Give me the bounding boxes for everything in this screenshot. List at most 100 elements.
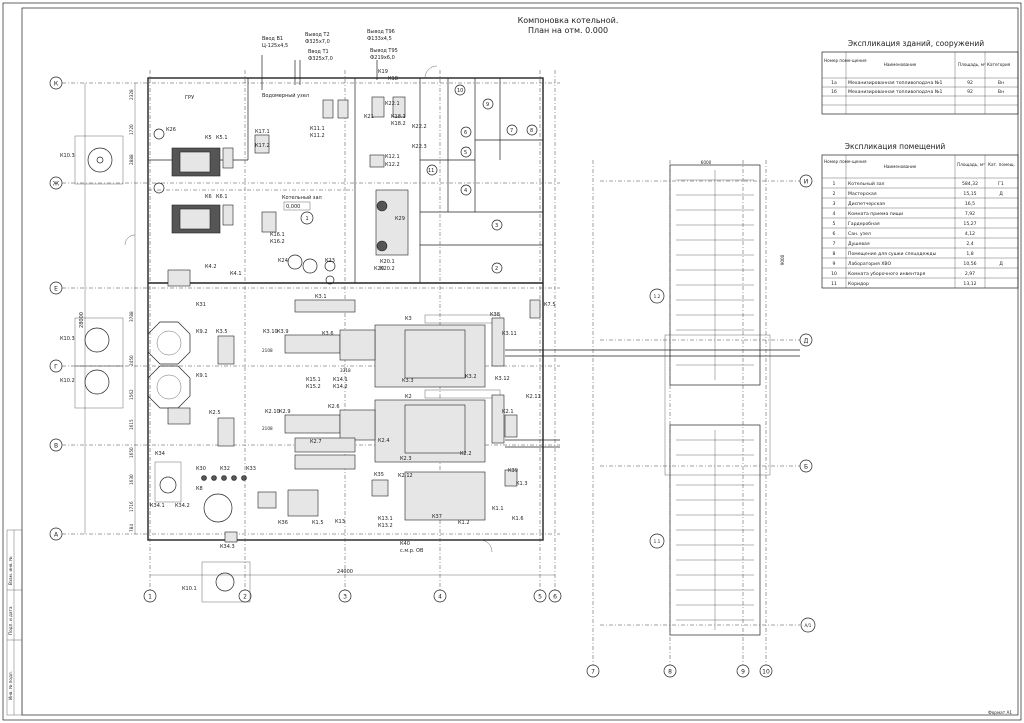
dim-left-11: 1630 xyxy=(129,474,134,485)
svg-text:К23: К23 xyxy=(325,258,335,264)
grid-axes-letters: К Ж Е Г В А xyxy=(49,76,560,541)
svg-text:К11.2: К11.2 xyxy=(310,133,325,139)
svg-text:Наименование: Наименование xyxy=(884,62,917,67)
table2-cell: 8 xyxy=(833,251,836,257)
svg-text:К13.1: К13.1 xyxy=(378,516,393,522)
axis-8: 8 xyxy=(668,669,672,676)
svg-text:К3.5: К3.5 xyxy=(216,329,228,335)
dim-right-side: 9000 xyxy=(780,254,785,265)
stamp-field-3: Взам. инв. № xyxy=(8,556,13,585)
svg-text:К6.1: К6.1 xyxy=(216,194,228,200)
table2-cell: Диспетчерская xyxy=(848,201,885,207)
svg-text:К12.1: К12.1 xyxy=(385,154,400,160)
svg-text:1б: 1б xyxy=(831,89,837,95)
table2-cell: 11 xyxy=(831,281,837,287)
svg-text:6: 6 xyxy=(464,130,467,136)
table2-cell: Помещение для сушки спецодежды xyxy=(848,251,937,257)
axis-5: 5 xyxy=(538,594,542,601)
room-gru-label: ГРУ xyxy=(185,95,194,101)
svg-text:Наименование: Наименование xyxy=(884,164,917,169)
stamp-field-2: Подп. и дата xyxy=(8,606,13,635)
svg-text:К34: К34 xyxy=(155,451,165,457)
side-stamp: Инв. № подл. Подп. и дата Взам. инв. № xyxy=(6,529,23,716)
svg-text:Ц-125х4,5: Ц-125х4,5 xyxy=(262,43,288,49)
svg-text:К3.12: К3.12 xyxy=(495,376,510,382)
svg-text:К1.6: К1.6 xyxy=(512,516,524,522)
svg-text:К16.2: К16.2 xyxy=(270,239,285,245)
table2-cell: 13,12 xyxy=(963,281,976,287)
svg-text:К13.2: К13.2 xyxy=(378,523,393,529)
svg-text:К11.1: К11.1 xyxy=(310,126,325,132)
svg-text:К5: К5 xyxy=(205,135,212,141)
axis-9: 9 xyxy=(741,669,745,676)
svg-text:К31: К31 xyxy=(196,302,206,308)
equipment-labels: К19 К18 К22.1 К22.2 К22.3 К21 К18.1 К18.… xyxy=(60,69,556,592)
svg-text:3: 3 xyxy=(495,223,498,229)
table2-cell: 2 xyxy=(833,191,836,197)
table2-cell: 10 xyxy=(831,271,837,277)
svg-text:с.м.р. ОВ: с.м.р. ОВ xyxy=(400,548,424,554)
svg-text:К3.9: К3.9 xyxy=(277,329,289,335)
svg-text:К14.2: К14.2 xyxy=(333,384,348,390)
svg-text:Ф133х4,5: Ф133х4,5 xyxy=(367,36,392,42)
svg-text:92: 92 xyxy=(967,89,973,95)
svg-text:К2.9: К2.9 xyxy=(279,409,291,415)
svg-text:Вывод Т95: Вывод Т95 xyxy=(370,48,398,54)
svg-text:К10.2: К10.2 xyxy=(60,378,75,384)
svg-text:Вывод Т96: Вывод Т96 xyxy=(367,29,395,35)
svg-text:К2.4: К2.4 xyxy=(378,438,390,444)
axis-e: Е xyxy=(54,286,58,293)
table2-cell: 4 xyxy=(833,211,836,217)
svg-text:4: 4 xyxy=(464,188,467,194)
axis-10: 10 xyxy=(762,669,770,676)
dim-left-12: 1716 xyxy=(129,501,134,512)
axis-a1: А/1 xyxy=(805,623,812,628)
axis-b: Б xyxy=(804,464,808,471)
svg-text:Номер поме-щения: Номер поме-щения xyxy=(824,159,867,164)
dim-left-1: 1720 xyxy=(129,124,134,135)
svg-text:К35: К35 xyxy=(374,472,384,478)
axis-1-2: 1.2 xyxy=(654,294,661,299)
svg-text:К10.1: К10.1 xyxy=(182,586,197,592)
svg-text:К33: К33 xyxy=(246,466,256,472)
axis-a: А xyxy=(54,532,59,539)
svg-text:К5.1: К5.1 xyxy=(216,135,228,141)
table2-cell: 5 xyxy=(833,221,836,227)
svg-text:Ф219х6,0: Ф219х6,0 xyxy=(370,55,395,61)
boiler-hall-label: Котельный зал xyxy=(282,194,322,201)
table2-cell: 584,32 xyxy=(962,181,978,187)
dim-left-9: 1615 xyxy=(129,419,134,430)
svg-text:2: 2 xyxy=(495,266,498,272)
dim-mid-2: 2108 xyxy=(262,348,273,353)
dim-left-13: 784 xyxy=(129,524,134,532)
svg-text:К20.2: К20.2 xyxy=(380,266,395,272)
svg-text:Площадь, м²: Площадь, м² xyxy=(958,62,986,67)
svg-text:92: 92 xyxy=(967,80,973,86)
room-1-marker xyxy=(300,211,314,225)
axis-3: 3 xyxy=(343,594,347,601)
svg-text:К26: К26 xyxy=(166,127,176,133)
svg-text:К9.1: К9.1 xyxy=(196,373,208,379)
svg-text:К14.1: К14.1 xyxy=(333,377,348,383)
svg-text:К3: К3 xyxy=(405,316,412,322)
svg-text:К7.5: К7.5 xyxy=(544,302,556,308)
axis-i: И xyxy=(804,179,809,186)
svg-text:К3.1: К3.1 xyxy=(315,294,327,300)
svg-text:К4.2: К4.2 xyxy=(205,264,217,270)
svg-text:К2.6: К2.6 xyxy=(328,404,340,410)
svg-text:К3.10: К3.10 xyxy=(263,329,278,335)
svg-text:К13: К13 xyxy=(335,519,345,525)
equipment-shapes xyxy=(74,96,800,603)
axis-1: 1 xyxy=(148,594,152,601)
axis-4: 4 xyxy=(438,594,442,601)
axis-2: 2 xyxy=(243,594,247,601)
svg-text:К40: К40 xyxy=(400,541,410,547)
table2-cell: Д xyxy=(999,191,1003,197)
dim-left-7: 2450 xyxy=(129,355,134,366)
svg-text:К24: К24 xyxy=(278,258,288,264)
boiler-hall-mark: 0,000 xyxy=(286,204,300,210)
dim-left-6: 3788 xyxy=(129,311,134,322)
svg-text:К6: К6 xyxy=(205,194,212,200)
table2-cell: Д xyxy=(999,261,1003,267)
